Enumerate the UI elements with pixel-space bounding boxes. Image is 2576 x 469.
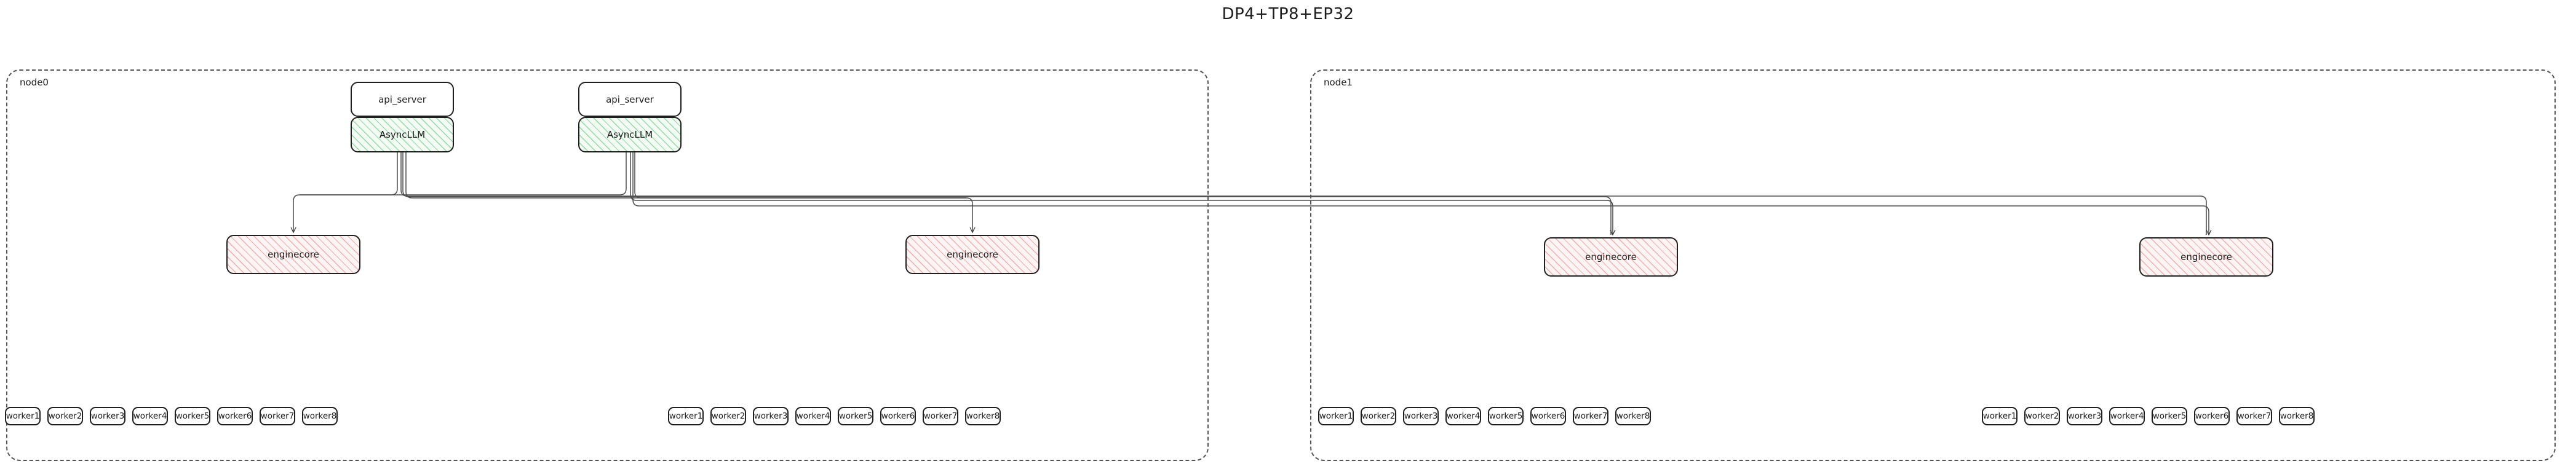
enginecore-box-node0-0[interactable]: enginecore [226,235,360,274]
worker-chip[interactable]: worker5 [2152,407,2187,425]
worker-chip[interactable]: worker1 [5,407,41,425]
worker-chip[interactable]: worker6 [1530,407,1566,425]
enginecore-label: enginecore [947,249,998,260]
worker-chip[interactable]: worker5 [1488,407,1524,425]
worker-chip[interactable]: worker5 [838,407,873,425]
asyncllm-box-0[interactable]: AsyncLLM [351,117,454,152]
worker-chip[interactable]: worker5 [175,407,210,425]
worker-chip[interactable]: worker3 [1403,407,1439,425]
enginecore-label: enginecore [1585,251,1637,262]
worker-chip[interactable]: worker2 [710,407,746,425]
worker-chip[interactable]: worker7 [1573,407,1608,425]
worker-chip[interactable]: worker8 [965,407,1001,425]
asyncllm-label: AsyncLLM [379,129,426,140]
node-cluster-node1: node1 [1310,69,2556,461]
node1-label: node1 [1324,77,1353,88]
node-cluster-node0: node0 [6,69,1209,461]
api-server-box-1[interactable]: api_server [578,82,682,117]
worker-chip[interactable]: worker2 [1361,407,1396,425]
worker-chip[interactable]: worker7 [923,407,958,425]
api-server-label: api_server [606,93,654,105]
worker-chip[interactable]: worker3 [90,407,125,425]
worker-chip[interactable]: worker1 [1318,407,1354,425]
api-server-label: api_server [378,93,426,105]
api-server-box-0[interactable]: api_server [351,82,454,117]
enginecore-box-node1-1[interactable]: enginecore [2139,237,2273,277]
worker-chip[interactable]: worker1 [1982,407,2017,425]
enginecore-box-node1-0[interactable]: enginecore [1544,237,1678,277]
worker-chip[interactable]: worker3 [2067,407,2102,425]
worker-chip[interactable]: worker7 [2236,407,2272,425]
worker-chip[interactable]: worker8 [302,407,338,425]
asyncllm-box-1[interactable]: AsyncLLM [578,117,682,152]
node0-label: node0 [20,77,49,88]
worker-chip[interactable]: worker3 [753,407,789,425]
worker-chip[interactable]: worker8 [2279,407,2315,425]
worker-chip[interactable]: worker2 [2024,407,2060,425]
worker-chip[interactable]: worker8 [1615,407,1651,425]
worker-chip[interactable]: worker4 [2109,407,2145,425]
page-title: DP4+TP8+EP32 [1222,5,1354,23]
enginecore-label: enginecore [268,249,319,260]
worker-chip[interactable]: worker2 [47,407,83,425]
worker-chip[interactable]: worker6 [2194,407,2230,425]
worker-chip[interactable]: worker1 [668,407,704,425]
worker-chip[interactable]: worker4 [795,407,831,425]
worker-chip[interactable]: worker7 [260,407,295,425]
enginecore-label: enginecore [2180,251,2232,262]
worker-chip[interactable]: worker4 [1445,407,1481,425]
worker-chip[interactable]: worker6 [880,407,916,425]
enginecore-box-node0-1[interactable]: enginecore [905,235,1040,274]
worker-chip[interactable]: worker4 [132,407,168,425]
worker-chip[interactable]: worker6 [217,407,253,425]
asyncllm-label: AsyncLLM [606,129,653,140]
